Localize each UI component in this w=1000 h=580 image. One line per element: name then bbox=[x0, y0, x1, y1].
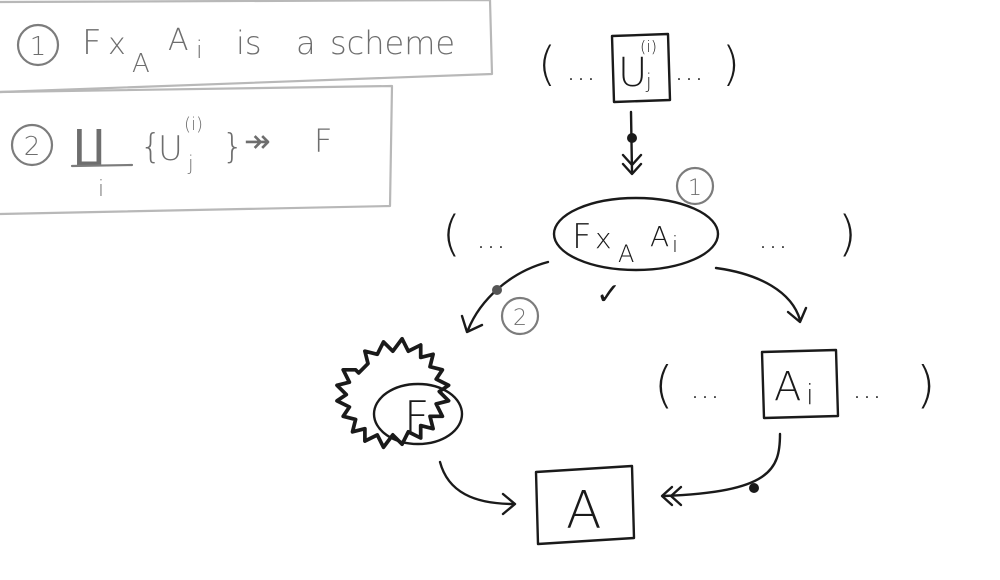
top-dots-right: … bbox=[674, 53, 704, 88]
note-2-brace-open: { bbox=[140, 127, 162, 167]
right-to-a-curve bbox=[662, 432, 782, 498]
note-2-brace-close: } bbox=[222, 127, 244, 167]
note-1-number-circle bbox=[16, 23, 60, 67]
right-to-a-head-2 bbox=[669, 485, 683, 507]
middle-paren-left: ( bbox=[442, 206, 461, 262]
right-paren-right: ) bbox=[916, 356, 936, 414]
marker-1-circle bbox=[675, 166, 715, 206]
middle-to-right-arrow bbox=[714, 266, 808, 324]
middle-node-sub-i: i bbox=[672, 233, 678, 258]
a-node-box bbox=[534, 464, 636, 546]
note-1-A: A bbox=[168, 23, 189, 58]
top-node-sup: (i) bbox=[640, 37, 657, 56]
right-group: ( … A i … ) bbox=[654, 348, 936, 420]
top-arrow-head-1 bbox=[621, 153, 643, 167]
note-1-word-is: is bbox=[236, 24, 262, 62]
f-node: F bbox=[335, 336, 464, 450]
top-dots-left: … bbox=[566, 53, 596, 88]
note-1-sub-i: i bbox=[196, 36, 203, 64]
marker-2-circle bbox=[500, 296, 540, 336]
note-1-word-a: a bbox=[296, 24, 316, 62]
top-group: ( … U (i) j … ) bbox=[538, 32, 740, 104]
f-to-a-head bbox=[501, 492, 517, 516]
middle-paren-right: ) bbox=[838, 206, 857, 262]
note-2-index-i: i bbox=[98, 177, 104, 202]
right-arrow-curve bbox=[714, 266, 802, 322]
top-paren-right: ) bbox=[722, 37, 740, 91]
top-paren-left: ( bbox=[538, 37, 556, 91]
right-to-a-dot bbox=[749, 483, 759, 493]
middle-group: ( … F x A A i … ) bbox=[442, 196, 857, 272]
top-to-middle-arrow bbox=[621, 110, 643, 176]
f-to-a-arrow bbox=[438, 460, 517, 516]
note-2-epi-arrow: ↠ bbox=[244, 122, 271, 160]
note-2-number: 2 bbox=[24, 132, 41, 162]
top-node-U: U bbox=[618, 50, 647, 96]
note-2-coproduct: ∐ bbox=[74, 122, 104, 168]
middle-dots-left: … bbox=[476, 221, 506, 256]
right-to-a-arrow bbox=[660, 432, 782, 507]
left-arrow-curve bbox=[466, 260, 550, 332]
note-2-U: U bbox=[158, 129, 183, 169]
top-arrow-head-2 bbox=[621, 162, 643, 176]
middle-dots-right: … bbox=[758, 221, 788, 256]
note-2-sub-j: j bbox=[187, 151, 194, 175]
f-node-cloud bbox=[335, 336, 451, 450]
f-node-ellipse bbox=[372, 382, 464, 446]
middle-node-A: A bbox=[650, 220, 669, 253]
middle-node-times: x bbox=[595, 222, 612, 255]
f-to-a-curve bbox=[438, 460, 516, 506]
note-1-number: 1 bbox=[30, 32, 47, 62]
middle-to-f-arrow bbox=[460, 260, 550, 334]
note-2-sup: (i) bbox=[184, 114, 203, 135]
right-node-A: A bbox=[774, 364, 801, 410]
note-2-box bbox=[0, 84, 394, 216]
right-to-a-head-1 bbox=[660, 485, 674, 507]
top-node-sub-j: j bbox=[645, 69, 652, 93]
right-paren-left: ( bbox=[654, 356, 674, 414]
middle-node-sub-A: A bbox=[618, 240, 634, 268]
note-1-sub-A: A bbox=[132, 49, 150, 79]
check-mark: ✓ bbox=[596, 277, 621, 312]
f-node-label: F bbox=[404, 392, 429, 443]
a-node: A bbox=[534, 464, 636, 546]
right-node-box bbox=[760, 348, 840, 420]
top-arrow-dot bbox=[627, 133, 637, 143]
note-1-times: x bbox=[108, 27, 126, 62]
middle-node-F: F bbox=[572, 217, 592, 257]
top-node-box bbox=[610, 32, 672, 104]
note-2-F: F bbox=[314, 122, 332, 160]
middle-node-ellipse bbox=[552, 196, 720, 272]
a-node-label: A bbox=[566, 481, 602, 541]
left-arrow-dot bbox=[492, 285, 502, 295]
note-1-box bbox=[0, 0, 494, 94]
note-1-F: F bbox=[82, 23, 102, 63]
marker-2-label: 2 bbox=[513, 306, 527, 331]
notes-panel: 1 F x A A i is a scheme 2 ∐ i { U (i) j … bbox=[0, 0, 494, 216]
left-arrow-head bbox=[460, 314, 484, 334]
right-arrow-head bbox=[786, 306, 808, 324]
marker-1-label: 1 bbox=[688, 176, 702, 201]
note-2-number-circle bbox=[10, 123, 54, 167]
right-dots-left: … bbox=[690, 371, 720, 406]
note-1-word-scheme: scheme bbox=[330, 24, 455, 62]
note-2-coproduct-underline bbox=[70, 163, 134, 168]
right-dots-right: … bbox=[852, 371, 882, 406]
right-node-sub-i: i bbox=[806, 378, 814, 411]
